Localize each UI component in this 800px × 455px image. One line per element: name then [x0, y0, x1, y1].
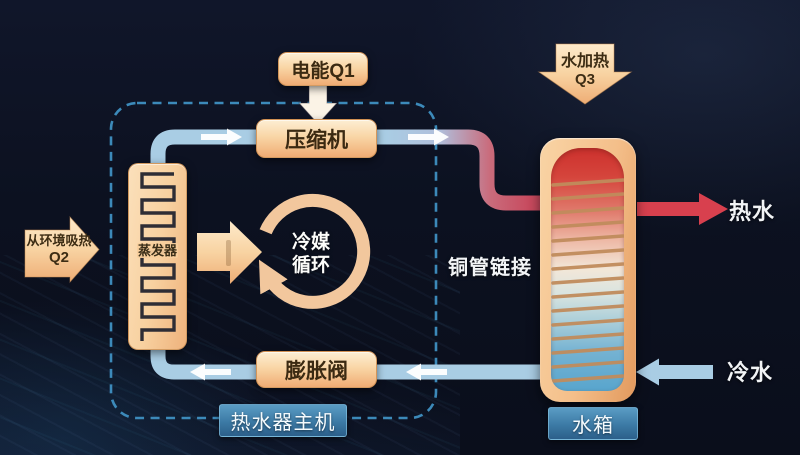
water-tank [540, 138, 636, 402]
expansion-valve-text: 膨胀阀 [285, 359, 348, 383]
copper-pipe-caption: 铜管链接 [448, 257, 532, 279]
refrigerant-line1: 冷媒 [291, 232, 330, 253]
cold-water-arrow [636, 358, 713, 386]
pipe-compressor-to-tank-hot [385, 129, 556, 211]
hot-water-arrow [637, 193, 728, 225]
cold-water-caption: 冷水 [727, 360, 774, 385]
main-unit-dashed-border [109, 101, 438, 420]
water-tank-label: 水箱 [548, 407, 638, 440]
electric-energy-text: 电能Q1 [291, 60, 355, 82]
refrigerant-cycle-arrow [258, 193, 371, 309]
environment-heat-line1: 从环境吸热 [26, 233, 92, 248]
refrigerant-line2: 循环 [291, 255, 330, 276]
water-heating-line2: Q3 [574, 71, 595, 89]
evaporator-label: 蒸发器 [136, 243, 178, 258]
refrigerant-cycle-caption: 冷媒 循环 [283, 231, 339, 277]
compressor-box: 压缩机 [256, 119, 377, 158]
tank-copper-coil [551, 178, 624, 383]
expansion-valve-box: 膨胀阀 [256, 351, 377, 388]
arrow-crease-detail [226, 240, 231, 266]
flow-direction-arrows [190, 128, 449, 381]
hot-water-caption: 热水 [729, 199, 776, 224]
water-tank-gradient [551, 148, 624, 391]
pipe-tank-to-expansion-valve [150, 300, 556, 380]
environment-heat-line2: Q2 [48, 248, 69, 266]
evaporator-to-cycle-arrow [197, 221, 262, 284]
evaporator: 蒸发器 [128, 163, 187, 350]
electric-energy-arrow [297, 82, 339, 125]
electric-energy-box: 电能Q1 [278, 52, 368, 86]
environment-heat-arrow [24, 215, 100, 284]
compressor-text: 压缩机 [285, 128, 348, 152]
water-heating-line1: 水加热 [560, 53, 609, 70]
water-heating-caption: 水加热 Q3 [547, 53, 623, 89]
environment-heat-caption: 从环境吸热 Q2 [20, 233, 98, 266]
pipe-evaporator-to-compressor [150, 129, 393, 218]
water-heating-arrow [537, 43, 633, 105]
main-unit-label: 热水器主机 [219, 404, 347, 437]
